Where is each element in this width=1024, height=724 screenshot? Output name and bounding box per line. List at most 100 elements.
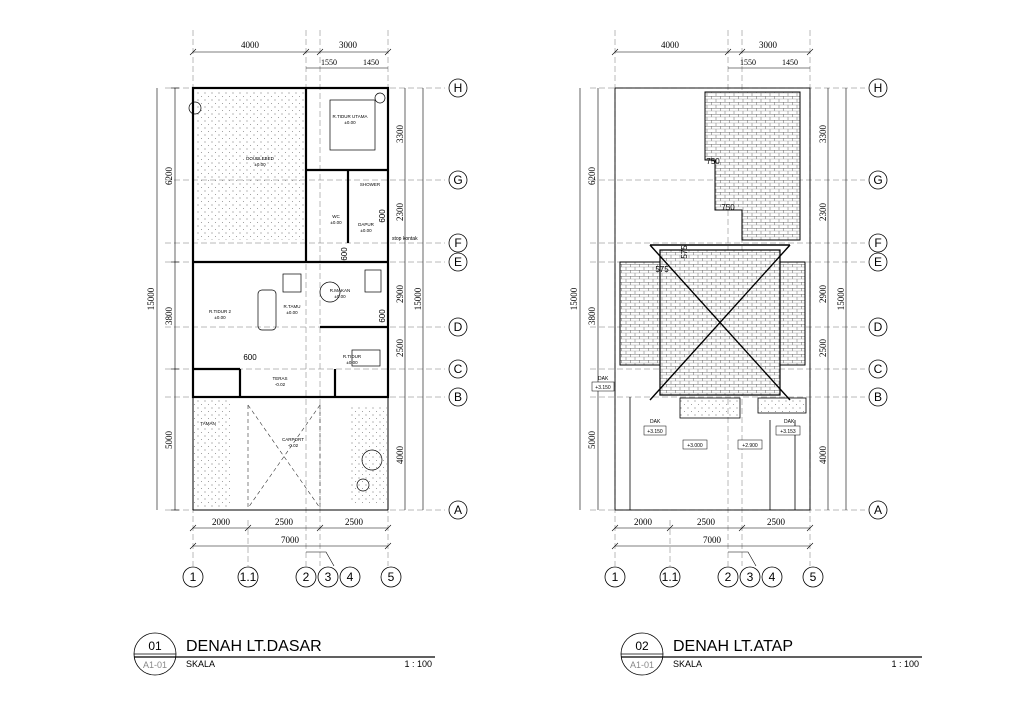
room-bed-2-level: ±0.00: [214, 315, 226, 320]
roof-right-dim-3: 2900: [818, 285, 828, 304]
room-doublebed: DOUBLEBED: [246, 156, 275, 161]
roof-left-dim-3: 5000: [587, 431, 597, 450]
roof-upper-tiles: [704, 91, 801, 241]
room-terrace-level: -0.02: [275, 382, 286, 387]
roof-plan: 4000 3000 1550 1450 6200 3800 5000 15000…: [569, 30, 922, 676]
room-bed-3-level: ±0.00: [346, 360, 358, 365]
roof-scale-value: 1 : 100: [891, 659, 919, 669]
title-block-01: 01 A1-01 DENAH LT.DASAR SKALA 1 : 100: [133, 632, 435, 676]
doublebed-room-hatch: [195, 90, 304, 240]
roof-hip-ridges: [649, 244, 791, 401]
roof-right-dim-1: 3300: [818, 125, 828, 144]
roof-sheet-ref: A1-01: [630, 660, 654, 670]
grid-label-H: H: [454, 81, 463, 95]
roof-grid-label-E: E: [874, 255, 882, 269]
roof-top-sub-dim-2: 1450: [782, 58, 798, 67]
roof-dim-575-b: 575: [655, 265, 669, 274]
svg-text:DAK: DAK: [784, 419, 795, 425]
scale-value: 1 : 100: [404, 659, 432, 669]
bottom-dim-2: 2500: [275, 517, 294, 527]
top-dimension-lines: [189, 48, 392, 69]
room-doublebed-level: ±0.00: [254, 162, 266, 167]
top-dim-2: 3000: [339, 40, 358, 50]
garden-hatch-right: [350, 405, 387, 505]
grid-label-A: A: [454, 503, 462, 517]
dim-600-b: 600: [340, 247, 349, 261]
site-outline: [192, 397, 389, 511]
dak-label-2: DAK +3.150: [643, 419, 667, 436]
scale-label: SKALA: [186, 659, 215, 669]
bottom-dim-overall: 7000: [281, 535, 300, 545]
roof-dim-750-a: 750: [706, 157, 720, 166]
roof-grid-col-3: 3: [747, 570, 754, 584]
grid-col-1: 1: [190, 570, 197, 584]
roof-grid-label-B: B: [874, 390, 882, 404]
grid-col-1-1: 1.1: [240, 570, 257, 584]
grid-label-D: D: [454, 320, 463, 334]
grid-row-bubbles: [448, 78, 468, 520]
grid-col-4: 4: [347, 570, 354, 584]
room-living: R.TAMU: [284, 304, 301, 309]
left-dim-overall: 15000: [146, 287, 156, 310]
roof-site-outline: [614, 87, 811, 511]
grid-label-C: C: [454, 362, 463, 376]
svg-text:+3.150: +3.150: [647, 429, 663, 435]
roof-grid-label-F: F: [874, 236, 881, 250]
plan-number: 01: [148, 639, 162, 653]
top-sub-dim-1: 1550: [321, 58, 337, 67]
grid-col-5: 5: [388, 570, 395, 584]
roof-grid-label-D: D: [874, 320, 883, 334]
roof-gutter-right: [757, 397, 807, 414]
roof-scale-label: SKALA: [673, 659, 702, 669]
roof-dim-575-a: 575: [680, 245, 689, 259]
dak-label-4: +2.900: [737, 439, 763, 450]
room-garden: TAMAN: [200, 421, 215, 426]
title-block-02: 02 A1-01 DENAH LT.ATAP SKALA 1 : 100: [620, 632, 922, 676]
roof-bottom-dim-2: 2500: [697, 517, 716, 527]
roof-right-dim-4: 2500: [818, 339, 828, 358]
room-master-bed-level: ±0.00: [344, 120, 356, 125]
dim-600-a: 600: [243, 353, 257, 362]
roof-dim-750-b: 750: [721, 203, 735, 212]
plan-title: DENAH LT.DASAR: [186, 638, 322, 655]
roof-grid-label-C: C: [874, 362, 883, 376]
room-bed-2: R.TIDUR 2: [209, 309, 231, 314]
right-dim-5: 4000: [395, 446, 405, 465]
roof-top-dim-1: 4000: [661, 40, 680, 50]
room-dining: R.MAKAN: [330, 288, 351, 293]
sheet-ref: A1-01: [143, 660, 167, 670]
right-dim-4: 2500: [395, 339, 405, 358]
roof-grid-label-H: H: [874, 81, 883, 95]
room-kitchen-level: ±0.00: [360, 228, 372, 233]
room-terrace: TERAS: [272, 376, 287, 381]
carport-outline: [247, 404, 321, 509]
top-dim-1: 4000: [241, 40, 260, 50]
dim-600-c: 600: [378, 209, 387, 223]
roof-plan-number: 02: [635, 639, 649, 653]
svg-text:DAK: DAK: [650, 419, 661, 425]
left-dim-2: 3800: [164, 307, 174, 326]
dak-label-3: +3.000: [682, 439, 708, 450]
roof-grid-col-2: 2: [725, 570, 732, 584]
bottom-dim-1: 2000: [212, 517, 231, 527]
room-carport: CARPORT: [282, 437, 304, 442]
roof-left-dim-1: 6200: [587, 167, 597, 186]
roof-grid-col-5: 5: [810, 570, 817, 584]
roof-bottom-dim-3: 2500: [767, 517, 786, 527]
dak-label-1: DAK +3.150: [591, 376, 615, 392]
note-socket: stop kontak: [392, 236, 418, 242]
room-bed-3: R.TIDUR: [343, 354, 362, 359]
room-wc: WC: [332, 214, 340, 219]
right-dim-2: 2300: [395, 203, 405, 222]
room-shower: SHOWER: [360, 182, 381, 187]
roof-bottom-dim-1: 2000: [634, 517, 653, 527]
roof-bottom-dim-overall: 7000: [703, 535, 722, 545]
furniture: [188, 92, 386, 492]
left-dim-1: 6200: [164, 167, 174, 186]
roof-grid-label-A: A: [874, 503, 882, 517]
roof-plan-title: DENAH LT.ATAP: [673, 638, 793, 655]
dak-label-5: DAK +3.153: [775, 419, 801, 436]
svg-text:+3.000: +3.000: [687, 443, 703, 449]
grid-col-2: 2: [303, 570, 310, 584]
